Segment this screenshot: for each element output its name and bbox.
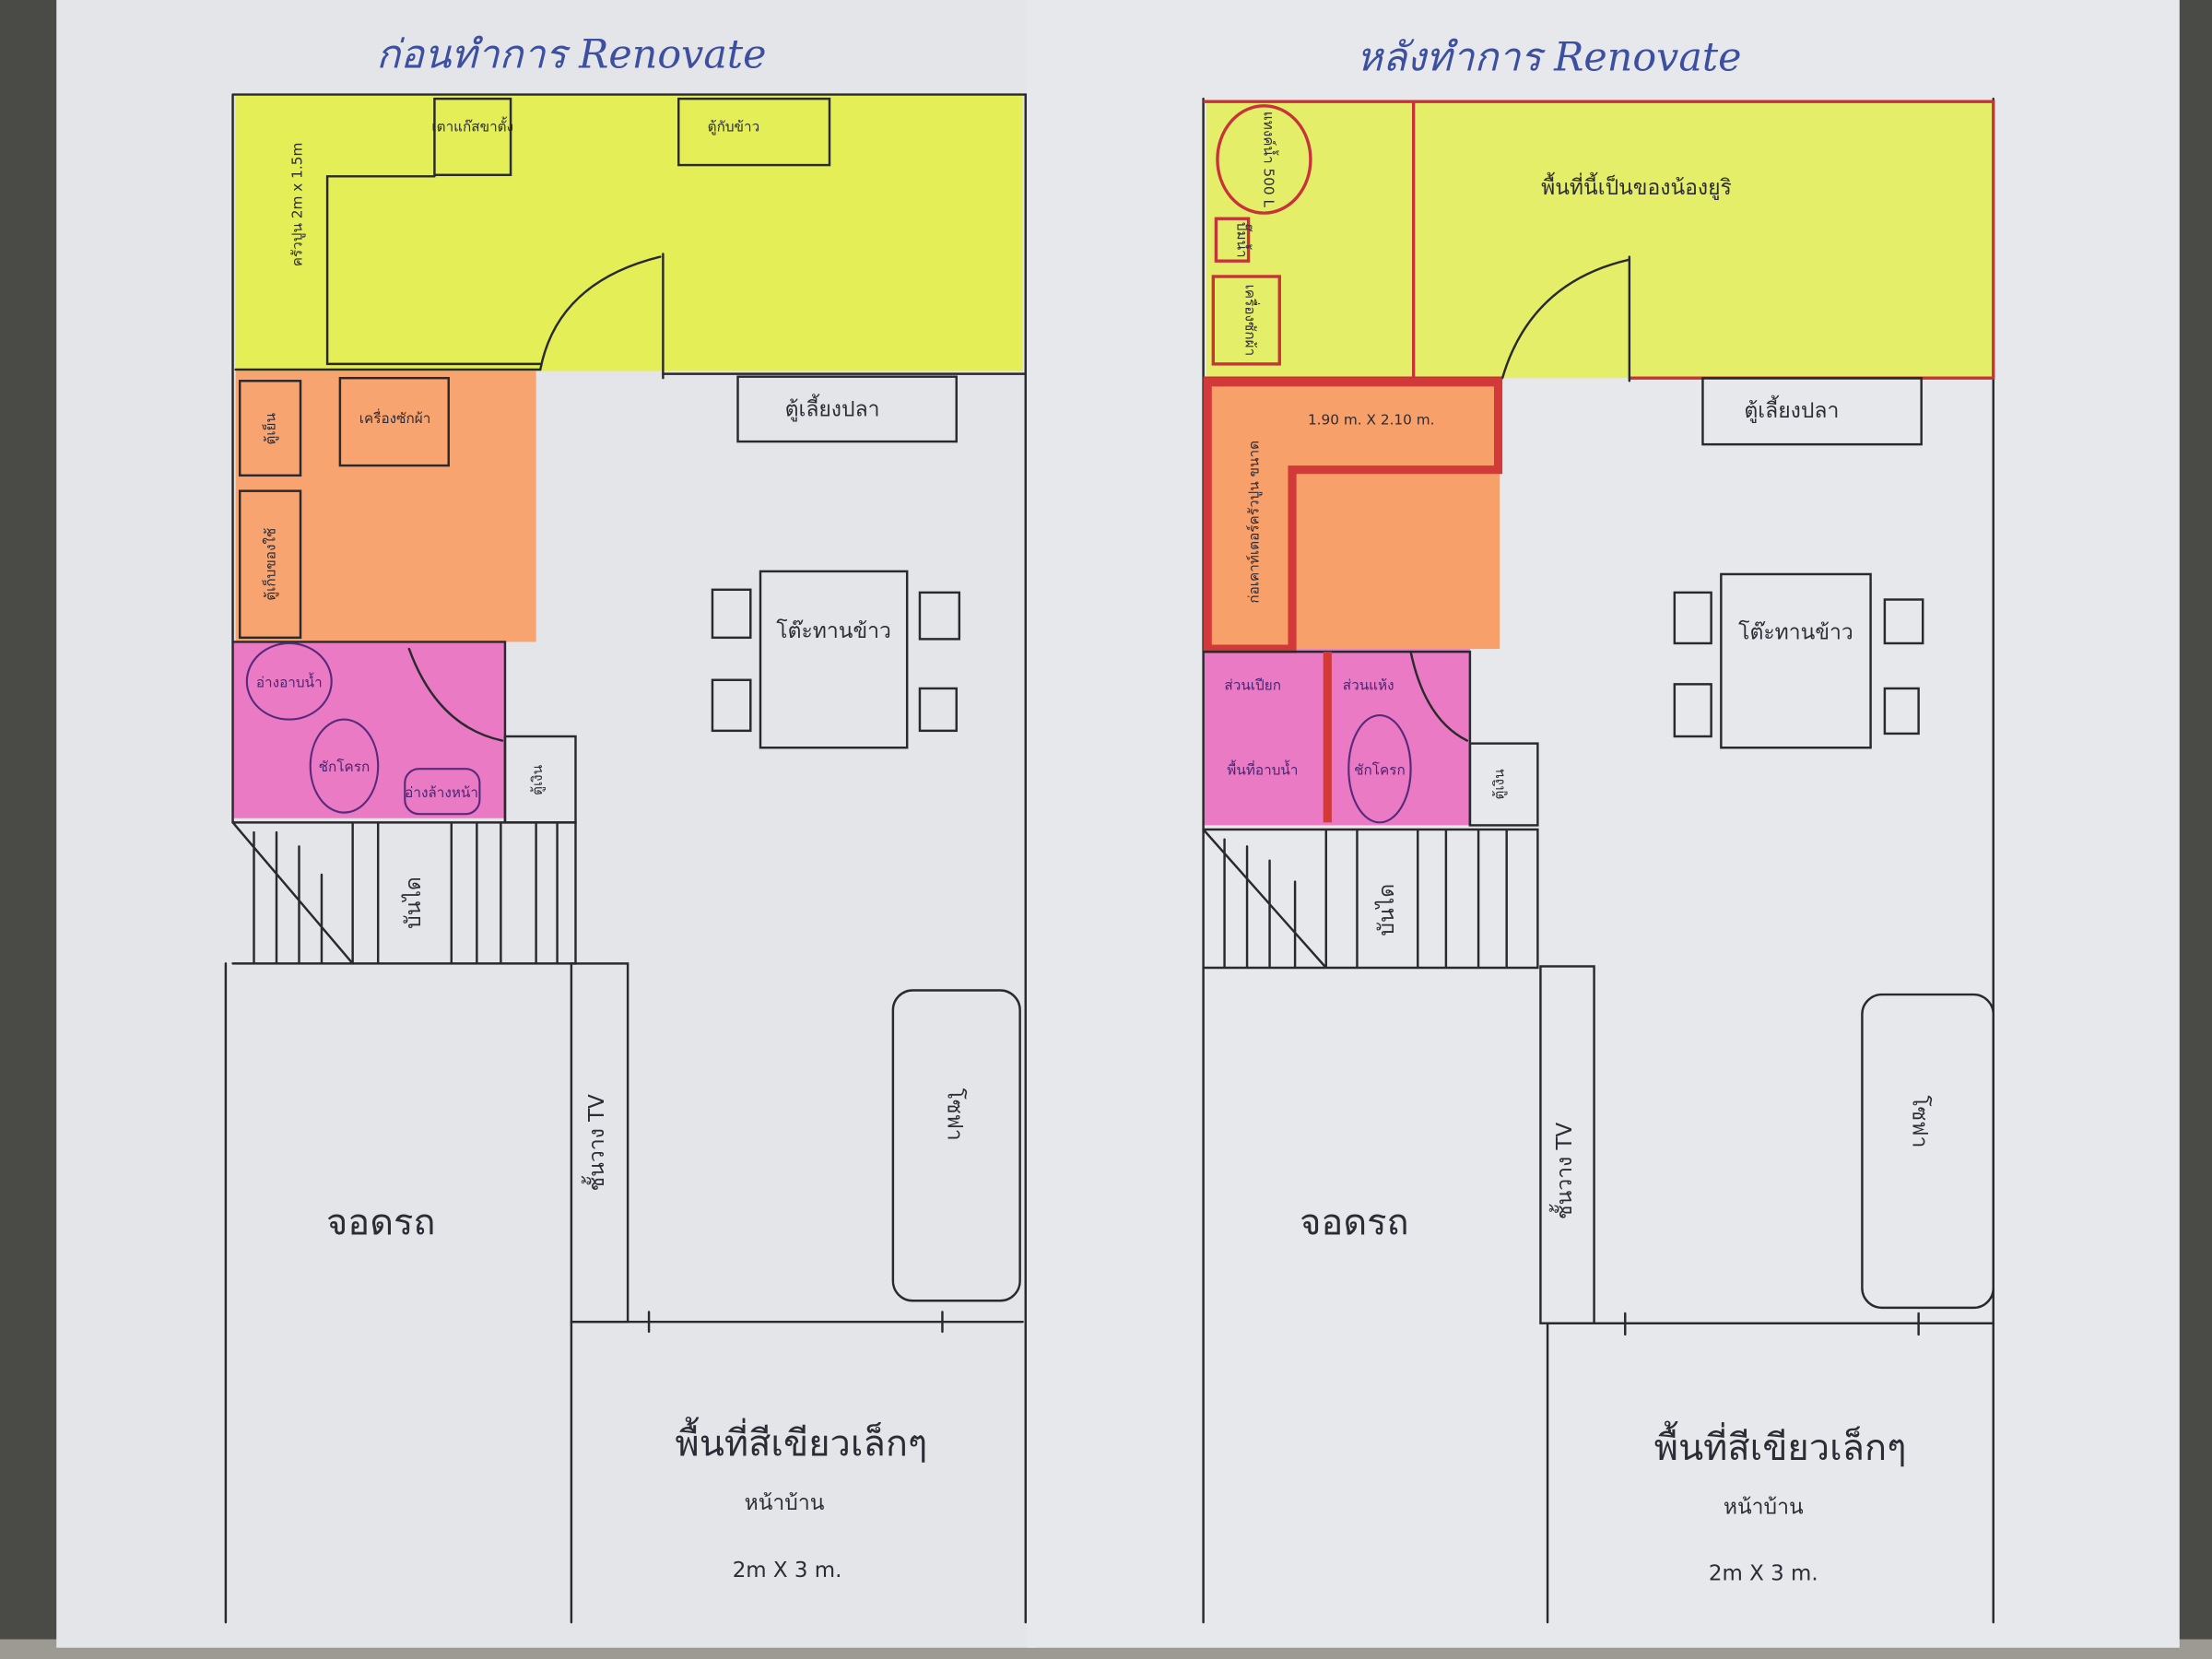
gas-stove-box bbox=[433, 97, 512, 177]
parking-label: จอดรถ bbox=[1300, 1201, 1409, 1243]
counter-zone bbox=[1206, 381, 1500, 650]
water-pump-label: ปั๊มน้ำ bbox=[1233, 222, 1253, 258]
tv-stand-label: ชั้นวาง TV bbox=[1549, 1122, 1577, 1219]
green-size-label: 2m X 3 m. bbox=[733, 1559, 842, 1583]
stairs: บันได bbox=[231, 821, 577, 965]
sofa-label: โซฟา bbox=[1908, 1095, 1933, 1147]
washing-machine-box bbox=[1211, 275, 1281, 366]
chair bbox=[1673, 591, 1712, 645]
dining-table-label: โต๊ะทานข้าว bbox=[776, 618, 891, 643]
chair bbox=[1673, 683, 1712, 738]
sofa bbox=[891, 989, 1021, 1302]
chair bbox=[1883, 687, 1920, 735]
toilet-label: ชักโครก bbox=[319, 759, 371, 775]
toilet-icon bbox=[309, 718, 380, 814]
cupboard-box bbox=[677, 97, 831, 167]
small-cabinet-label: ตู้เงิน bbox=[529, 764, 546, 795]
bathroom-zone bbox=[1203, 649, 1470, 826]
tv-stand-label: ชั้นวาง TV bbox=[582, 1094, 609, 1192]
laundry-zone bbox=[235, 371, 536, 642]
washing-machine-label: เครื่องซักผ้า bbox=[1242, 285, 1261, 357]
fish-tank-box bbox=[1701, 376, 1923, 446]
yuri-zone bbox=[1206, 101, 1994, 379]
small-cabinet-label: ตู้เงิน bbox=[1491, 769, 1508, 800]
chair bbox=[711, 588, 752, 640]
yuri-area-label: พื้นที่นี้เป็นของน้องยูริ bbox=[1541, 172, 1732, 200]
storage-label: ตู้เก็บของใช้ bbox=[261, 528, 278, 601]
kitchen-label: ครัวปูน 2m x 1.5m bbox=[289, 143, 306, 267]
cupboard-label: ตู้กับข้าว bbox=[708, 118, 760, 135]
fridge-box bbox=[238, 380, 302, 477]
bathroom-zone bbox=[232, 641, 505, 818]
wet-zone-label: ส่วนเปียก bbox=[1224, 677, 1281, 693]
green-area-label: พื้นที่สีเขียวเล็กๆ bbox=[1654, 1421, 1907, 1469]
stairs-label: บันได bbox=[1374, 884, 1399, 936]
counter-size-label: 1.90 m. X 2.10 m. bbox=[1308, 412, 1435, 429]
fish-tank-label: ตู้เลี้ยงปลา bbox=[785, 394, 880, 422]
fridge-label: ตู้เย็น bbox=[261, 412, 278, 444]
chair bbox=[918, 687, 958, 733]
bathtub-label: อ่างอาบน้ำ bbox=[256, 672, 323, 690]
chair bbox=[1883, 598, 1924, 645]
small-cabinet-box bbox=[1468, 742, 1539, 827]
fish-tank-label: ตู้เลี้ยงปลา bbox=[1744, 395, 1839, 423]
water-tank-label: แทงค์น้ำ 500 L bbox=[1260, 112, 1278, 208]
dining-table bbox=[1720, 572, 1872, 749]
dining-table bbox=[759, 570, 909, 749]
storage-box bbox=[238, 489, 302, 640]
green-area-label: พื้นที่สีเขียวเล็กๆ bbox=[675, 1418, 927, 1465]
dry-zone-label: ส่วนแห้ง bbox=[1343, 677, 1394, 693]
washing-machine-box bbox=[338, 376, 450, 467]
chair bbox=[918, 591, 961, 641]
after-plan: หลังทำการ Renovate แทงค์น้ำ 500 L ปั๊มน้… bbox=[1202, 35, 1995, 1624]
fish-tank-box bbox=[736, 375, 958, 443]
parking-label: จอดรถ bbox=[326, 1201, 436, 1243]
counter-label: ก่อเคาท์เตอร์ครัวปูน ขนาด bbox=[1245, 441, 1262, 604]
stairs: บันได bbox=[1202, 828, 1539, 970]
sofa bbox=[1861, 993, 1994, 1310]
shower-area-label: พื้นที่อาบน้ำ bbox=[1227, 759, 1298, 778]
kitchen-zone bbox=[235, 94, 1023, 371]
after-title: หลังทำการ Renovate bbox=[1357, 35, 1742, 81]
counter-outline bbox=[1203, 378, 1503, 653]
stairs-label: บันได bbox=[401, 877, 426, 929]
green-size-label: 2m X 3 m. bbox=[1709, 1561, 1818, 1585]
bathtub-icon bbox=[245, 641, 333, 721]
front-yard-label: หน้าบ้าน bbox=[745, 1491, 825, 1515]
sofa-label: โซฟา bbox=[943, 1088, 968, 1141]
water-pump-box bbox=[1214, 217, 1251, 263]
before-title: ก่อนทำการ Renovate bbox=[376, 31, 766, 77]
door-icon bbox=[1500, 255, 1631, 382]
washing-machine-label: เครื่องซักผ้า bbox=[359, 408, 431, 427]
water-tank-icon bbox=[1216, 104, 1312, 215]
chair bbox=[711, 678, 752, 733]
before-plan: ก่อนทำการ Renovate เตาแก๊สขาตั้ง ตู้กับข… bbox=[224, 31, 1027, 1624]
toilet-icon bbox=[1347, 713, 1412, 824]
front-yard-label: หน้าบ้าน bbox=[1724, 1495, 1804, 1519]
door-icon bbox=[539, 253, 665, 380]
toilet-label: ชักโครก bbox=[1354, 761, 1406, 778]
gas-stove-label: เตาแก๊สขาตั้ง bbox=[431, 116, 513, 135]
sink-icon bbox=[404, 768, 481, 816]
sink-label: อ่างล้างหน้า bbox=[405, 784, 478, 801]
dining-table-label: โต๊ะทานข้าว bbox=[1738, 619, 1853, 644]
